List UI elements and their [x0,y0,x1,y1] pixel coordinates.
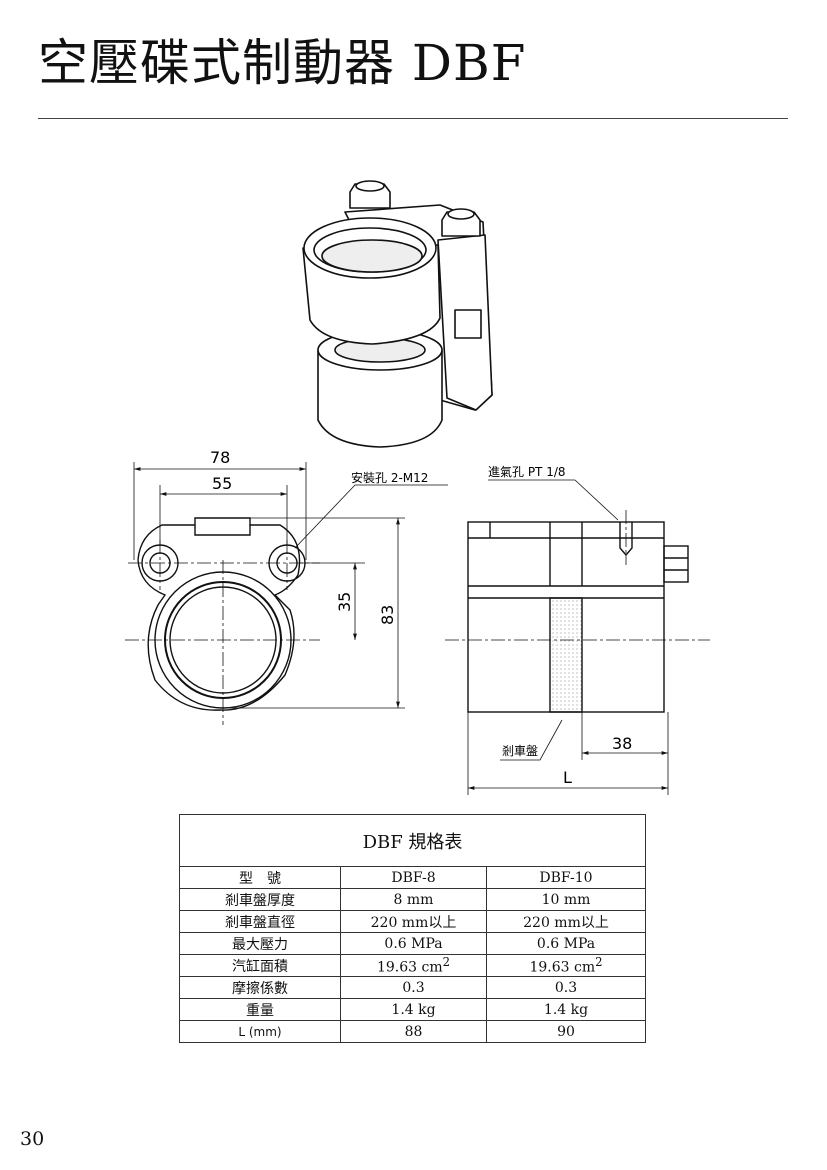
row-value: 1.4 kg [486,998,646,1021]
table-row: 重量 1.4 kg 1.4 kg [179,998,646,1021]
row-value: 0.3 [486,976,646,999]
dim-78: 78 [210,448,230,467]
page-title: 空壓碟式制動器 DBF [38,34,527,92]
header-dbf10: DBF-10 [486,866,646,889]
row-label: 剎車盤直徑 [179,910,341,933]
dim-38: 38 [612,734,632,753]
dim-35: 35 [335,592,354,612]
spec-table-caption: DBF 規格表 [179,814,646,867]
row-value: 10 mm [486,888,646,911]
row-label: 最大壓力 [179,932,341,955]
table-header-row: 型 號 DBF-8 DBF-10 [179,866,646,889]
row-value: 19.63 cm2 [340,954,487,977]
row-value: 88 [340,1020,487,1043]
spec-table: DBF 規格表 型 號 DBF-8 DBF-10 剎車盤厚度 8 mm 10 m… [179,814,646,1043]
dim-55: 55 [212,474,232,493]
dim-L: L [563,768,572,787]
dim-83: 83 [378,605,397,625]
superscript: 2 [442,955,451,970]
row-label: 剎車盤厚度 [179,888,341,911]
superscript: 2 [595,955,603,970]
table-row: 摩擦係數 0.3 0.3 [179,976,646,999]
row-value: 0.6 MPa [486,932,646,955]
table-row: L (mm) 88 90 [179,1020,646,1043]
table-row: 剎車盤厚度 8 mm 10 mm [179,888,646,911]
value-text: 19.63 cm [376,959,443,976]
brake-disc-label: 剎車盤 [502,744,538,758]
row-value: 220 mm以上 [486,910,646,933]
row-value: 90 [486,1020,646,1043]
row-label: L (mm) [179,1020,341,1043]
row-value: 220 mm以上 [340,910,487,933]
row-value: 19.63 cm2 [486,954,646,977]
row-value: 0.6 MPa [340,932,487,955]
page-number: 30 [20,1128,45,1150]
header-model: 型 號 [179,866,341,889]
table-row: 剎車盤直徑 220 mm以上 220 mm以上 [179,910,646,933]
row-label: 重量 [179,998,341,1021]
value-text: 19.63 cm [529,959,596,976]
row-value: 8 mm [340,888,487,911]
header-dbf8: DBF-8 [340,866,487,889]
table-row: 最大壓力 0.6 MPa 0.6 MPa [179,932,646,955]
title-divider [38,118,788,119]
air-inlet-label: 進氣孔 PT 1/8 [488,465,566,479]
row-label: 汽缸面積 [179,954,341,977]
row-value: 0.3 [340,976,487,999]
row-label: 摩擦係數 [179,976,341,999]
table-row: 汽缸面積 19.63 cm2 19.63 cm2 [179,954,646,977]
mount-hole-label: 安裝孔 2-M12 [351,470,428,485]
row-value: 1.4 kg [340,998,487,1021]
